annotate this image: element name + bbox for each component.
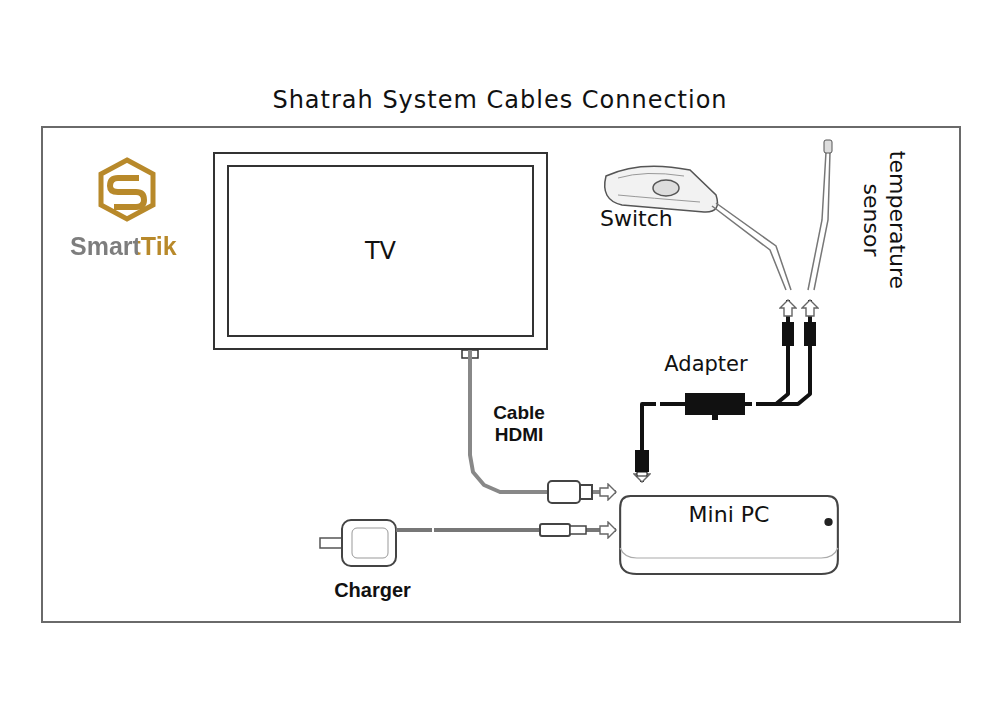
hdmi-cable	[470, 350, 616, 492]
part-label: temperature sensor	[858, 140, 911, 300]
switch-jack	[782, 322, 794, 346]
adapter-tab	[712, 415, 718, 420]
part-label: TV	[365, 237, 396, 265]
adapter-box	[685, 393, 745, 415]
part-label: Adapter	[656, 352, 756, 376]
usb-plug	[540, 524, 570, 536]
switch-button	[653, 180, 679, 196]
hdmi-plug	[548, 481, 580, 503]
switch-grip	[618, 173, 700, 202]
hdmi-plug-tip	[580, 485, 592, 499]
sensor-part: temperature sensor	[800, 135, 915, 300]
mini-pc-outline	[616, 482, 842, 578]
sensor-jack	[804, 322, 816, 346]
logo-icon	[101, 160, 153, 219]
mini-pc-box: Mini PC	[616, 482, 842, 578]
adapter-illustration	[660, 393, 752, 420]
sensor-cable	[756, 300, 810, 404]
mini-pc-port	[824, 518, 832, 526]
frame-border	[42, 127, 960, 622]
brand-logo: SmartTik	[70, 232, 177, 261]
sensor-wire	[808, 152, 830, 290]
power-plug-tip	[637, 472, 647, 476]
part-label: Mini PC	[616, 502, 842, 527]
charger-illustration	[320, 520, 432, 566]
adapter-part: Adapter	[656, 352, 756, 422]
charger-body	[342, 520, 396, 566]
charger-prong	[320, 538, 342, 548]
charger-cable	[396, 528, 432, 532]
charger-part: Charger	[311, 515, 434, 612]
charger-face	[352, 528, 388, 558]
diagram-title: Shatrah System Cables Connection	[0, 86, 1000, 114]
tv-box: TV	[213, 152, 548, 350]
part-label: Charger	[311, 579, 434, 602]
part-label: Switch	[600, 206, 673, 231]
usb-plug-tip	[570, 526, 586, 534]
switch-body	[605, 166, 718, 212]
switch-part: Switch	[590, 160, 798, 300]
power-plug	[635, 450, 649, 472]
logo-hexagon	[101, 160, 153, 219]
logo-s-mark	[110, 178, 144, 207]
sensor-tip	[824, 140, 832, 153]
switch-cable	[756, 300, 788, 404]
cable-label: Cable HDMI	[480, 402, 558, 446]
tv-screen	[228, 166, 533, 336]
switch-wire	[712, 203, 791, 290]
adapter-stub	[744, 402, 752, 406]
sensor-illustration	[808, 140, 832, 290]
adapter-stub	[660, 402, 686, 406]
usb-cable	[434, 528, 616, 532]
mini-pc-edge	[620, 548, 838, 558]
